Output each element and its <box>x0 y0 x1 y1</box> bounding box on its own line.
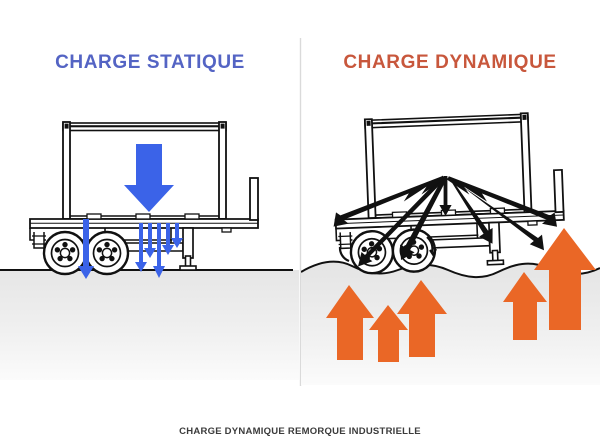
wheel-rear-static <box>84 230 130 276</box>
suspension-static <box>32 232 46 249</box>
rear-stake-post-dynamic <box>552 168 565 214</box>
wheel-front-static <box>42 230 88 276</box>
trailer-static <box>29 121 259 276</box>
panel-static <box>0 121 299 380</box>
main-load-arrow <box>124 144 174 212</box>
panel-title-dynamic: CHARGE DYNAMIQUE <box>343 52 557 73</box>
ground-reaction-arrows <box>326 228 596 362</box>
panel-dynamic <box>301 112 600 385</box>
impact-force-arrows <box>333 175 557 267</box>
rear-bumper-dynamic <box>527 220 538 226</box>
rear-stake-post-static <box>249 177 259 221</box>
panel-title-static: CHARGE STATIQUE <box>55 52 245 73</box>
rear-bumper-static <box>221 227 232 233</box>
wheel-rotation-arcs <box>338 236 437 263</box>
suspension-dynamic <box>338 232 353 250</box>
ground-static-fill <box>0 270 299 380</box>
landing-leg-static <box>179 227 197 271</box>
force-transfer-arrows <box>78 219 183 279</box>
figure-caption: CHARGE DYNAMIQUE REMORQUE INDUSTRIELLE <box>179 426 421 437</box>
